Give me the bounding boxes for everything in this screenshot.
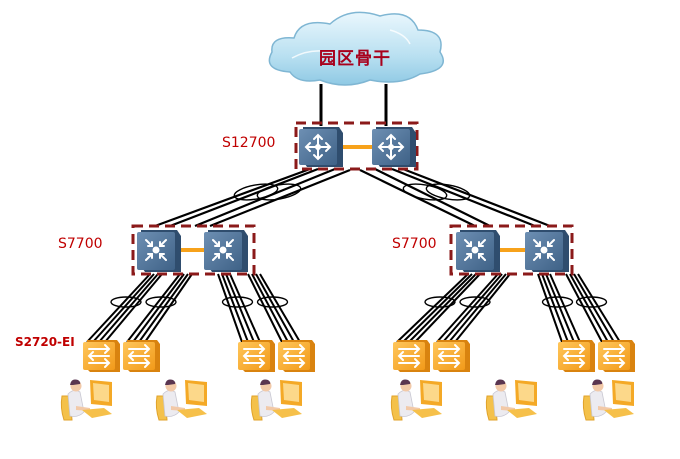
user-pc-icon (582, 379, 635, 421)
user-pc-icon (390, 379, 443, 421)
access-tier-label: S2720-EI (15, 335, 75, 349)
aggregation-access-links (86, 273, 621, 343)
aggregation-switch-icon (203, 229, 249, 273)
access-switch-icon (277, 339, 316, 373)
aggregation-tier-label-right: S7700 (392, 236, 437, 252)
link-aggregation-ring (221, 296, 254, 308)
aggregation-switch-icon (136, 229, 182, 273)
user-pc-icon (250, 379, 303, 421)
aggregation-switch-icon (455, 229, 501, 273)
aggregation-tier-label-left: S7700 (58, 236, 103, 252)
access-switch-icon (392, 339, 431, 373)
access-switch-icon (432, 339, 471, 373)
backbone-cloud (268, 11, 444, 86)
access-switch-icon (557, 339, 596, 373)
access-link-rings (110, 296, 608, 308)
core-switch-icon (371, 126, 417, 168)
user-pc-icon (485, 379, 538, 421)
access-switch-icon (122, 339, 161, 373)
core-aggregation-links (154, 167, 551, 228)
core-tier-label: S12700 (222, 135, 276, 151)
core-switch-icon (298, 126, 344, 168)
aggregation-group-left (131, 224, 256, 276)
link-aggregation-ring (575, 296, 608, 308)
aggregation-switch-icon (524, 229, 570, 273)
user-pc-icon (155, 379, 208, 421)
access-switch-icon (82, 339, 121, 373)
backbone-uplinks (319, 84, 388, 126)
user-terminals (60, 379, 635, 421)
access-switch-icon (237, 339, 276, 373)
user-pc-icon (60, 379, 113, 421)
link-aggregation-ring (145, 296, 177, 308)
link-aggregation-ring (256, 296, 289, 308)
core-switch-group (294, 121, 419, 171)
link-aggregation-ring (424, 296, 456, 308)
link-aggregation-ring (110, 296, 142, 308)
aggregation-group-right (449, 224, 574, 276)
link-aggregation-ring (459, 296, 491, 308)
access-switches (82, 339, 636, 373)
link-aggregation-ring (541, 296, 574, 308)
backbone-label: 园区骨干 (319, 49, 391, 69)
link-aggregation-rings (233, 183, 471, 201)
access-switch-icon (597, 339, 636, 373)
